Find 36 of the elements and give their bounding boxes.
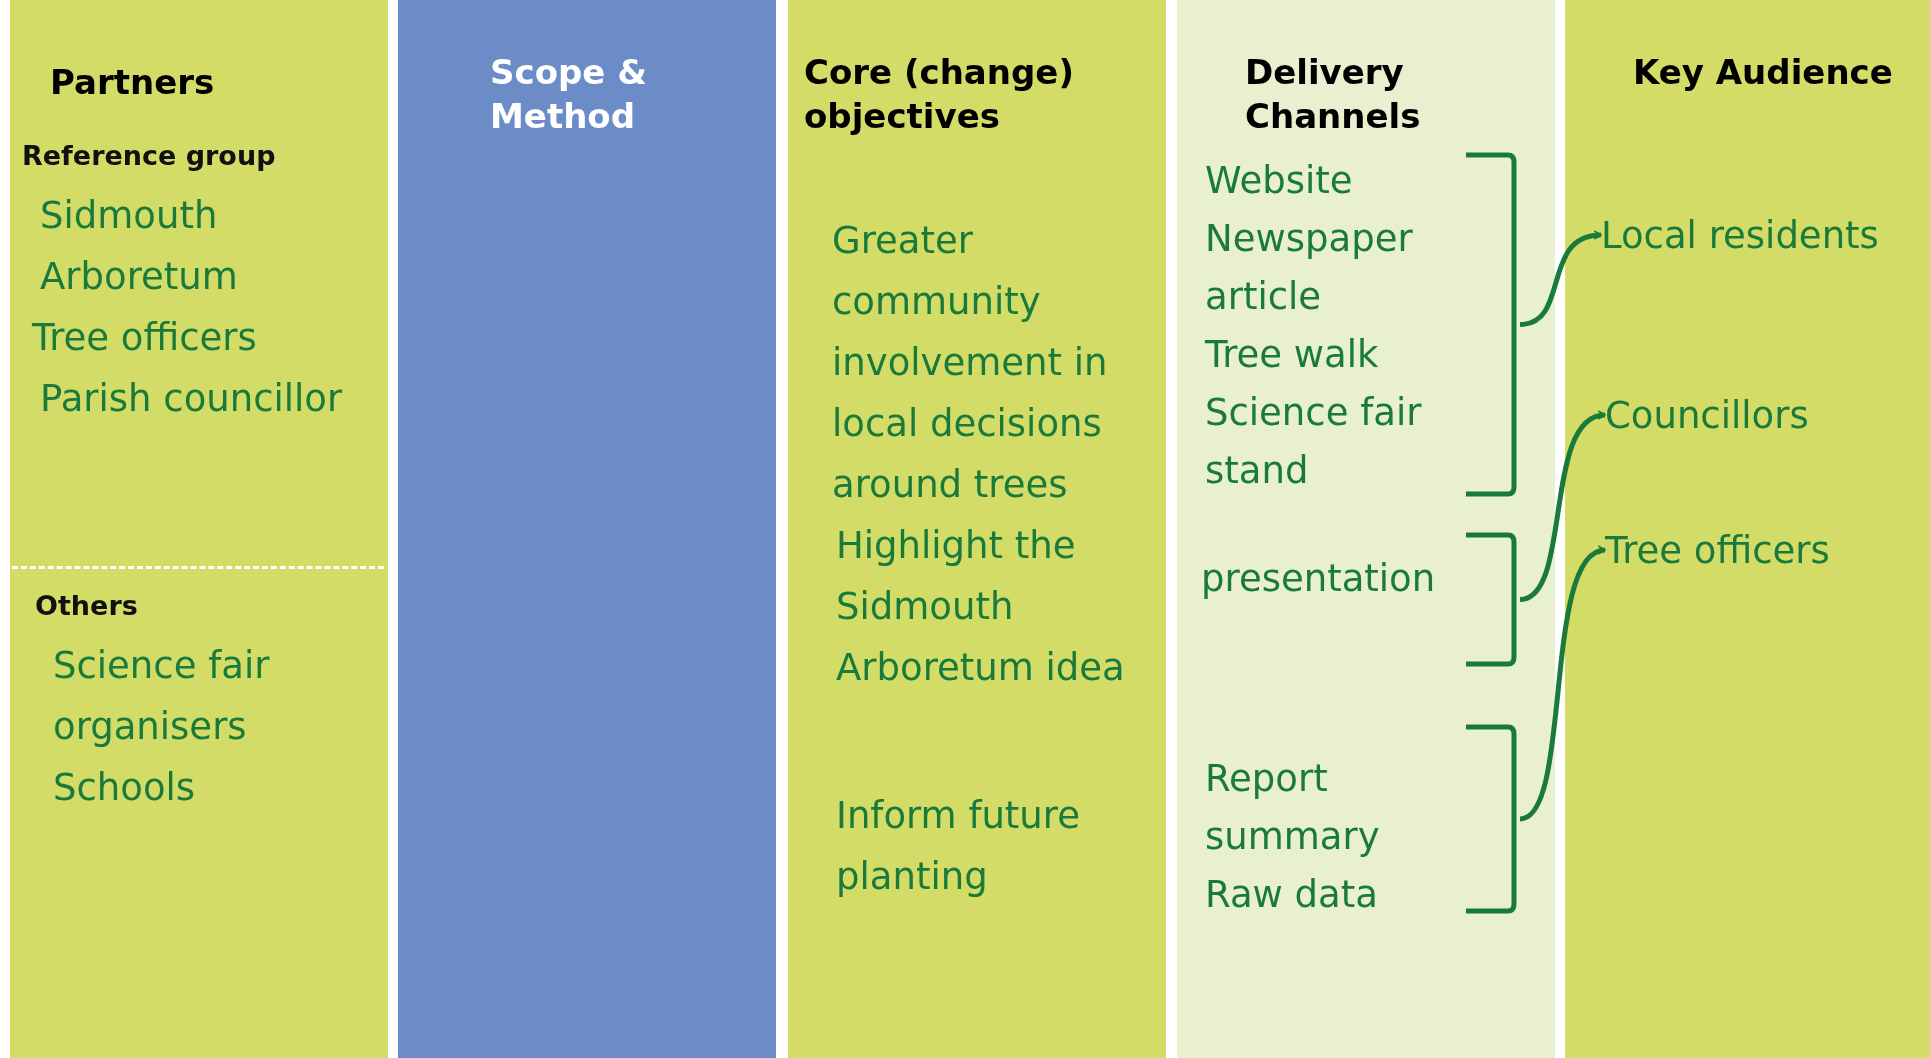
list-item: Raw data: [1205, 872, 1379, 918]
list-item: presentation: [1201, 556, 1437, 602]
column-panel: [1177, 0, 1555, 1058]
list-item: Councillors: [1605, 393, 1810, 439]
column-heading: Delivery Channels: [1245, 51, 1422, 138]
channel-group: [1201, 532, 1520, 667]
column-heading: Partners: [50, 61, 216, 104]
arrow: [1519, 412, 1606, 602]
column-heading: Core (change) objectives: [804, 51, 1075, 138]
column-heading: Key Audience: [1633, 51, 1894, 94]
column-panel: [1565, 0, 1930, 1058]
list-item: Science fair stand: [1205, 390, 1423, 494]
section-heading: Others: [35, 590, 139, 621]
section-heading: Reference group: [22, 140, 277, 171]
arrow: [1518, 547, 1606, 822]
list-item: Science fair organisers: [52, 643, 271, 750]
list-item: Tree officers: [31, 315, 258, 361]
list-item: Parish councillor: [39, 376, 344, 422]
list-item: Highlight the Sidmouth Arboretum idea: [836, 523, 1126, 691]
list-item: Greater community involvement in local decisions around trees: [832, 218, 1109, 508]
list-item: Sidmouth Arboretum: [39, 193, 239, 300]
column-panel: [398, 0, 776, 1058]
list-item: Newspaper article: [1205, 216, 1414, 320]
list-item: Tree walk: [1205, 332, 1380, 378]
list-item: Inform future planting: [836, 793, 1081, 900]
list-item: Local residents: [1601, 213, 1880, 259]
list-item: Website: [1205, 158, 1354, 204]
arrow: [1519, 231, 1602, 327]
channel-group: [1205, 724, 1520, 914]
list-item: Report summary: [1205, 756, 1381, 860]
list-item: Tree officers: [1605, 528, 1831, 574]
column-panel: [10, 0, 388, 1058]
list-item: Schools: [52, 765, 197, 811]
column-heading: Scope & Method: [490, 51, 648, 138]
column-panel: [788, 0, 1166, 1058]
channel-group: [1205, 152, 1520, 497]
